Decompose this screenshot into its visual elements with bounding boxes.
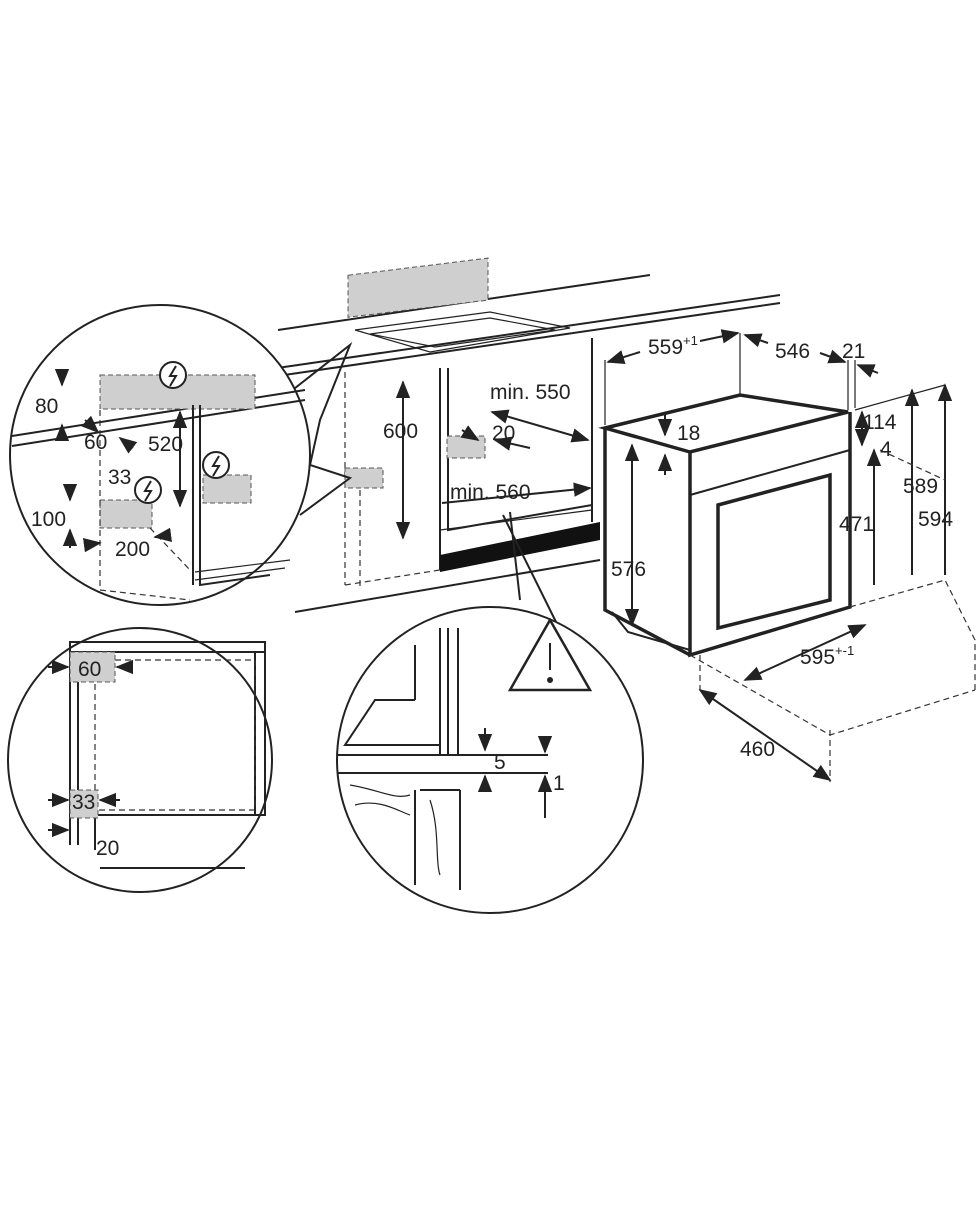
oven-width-front: 595+-1 [800, 643, 854, 669]
dim-80: 80 [35, 395, 58, 418]
oven-height-594: 594 [918, 508, 953, 531]
oven-depth-546: 546 [775, 340, 810, 363]
oven: 559+1 546 21 114 18 4 589 594 471 576 59… [598, 329, 976, 782]
warning-triangle-icon [507, 617, 593, 692]
oven-dim-114: 114 [863, 411, 897, 434]
cabinet-min-depth-550: min. 550 [490, 381, 571, 404]
dim-100: 100 [31, 508, 66, 531]
electric-hazard-icon [202, 451, 230, 479]
oven-height-576: 576 [611, 558, 646, 581]
oven-height-589: 589 [903, 475, 938, 498]
dim-20: 20 [96, 837, 119, 860]
dim-60: 60 [78, 658, 101, 681]
oven-width-top: 559+1 [648, 333, 698, 359]
dim-33: 33 [72, 791, 95, 814]
detail-bottom-left: 60 33 20 [7, 627, 273, 893]
dim-5: 5 [494, 751, 506, 774]
oven-door-460: 460 [740, 738, 775, 761]
cabinet-height-600: 600 [383, 420, 418, 443]
dim-520: 520 [148, 433, 183, 456]
dim-33: 33 [108, 466, 131, 489]
dim-200: 200 [115, 538, 150, 561]
dim-60: 60 [84, 431, 107, 454]
cabinet: 600 min. 550 20 min. 560 [344, 338, 600, 590]
oven-dim-18: 18 [677, 422, 700, 445]
cabinet-min-width-560: min. 560 [450, 481, 531, 504]
oven-dim-4: 4 [880, 438, 892, 461]
electric-hazard-icon [159, 361, 187, 389]
oven-dim-471: 471 [839, 513, 874, 536]
worktop [249, 257, 781, 613]
dim-1: 1 [553, 772, 565, 795]
electric-hazard-icon [134, 476, 162, 504]
detail-top-left: 80 60 520 33 100 200 [9, 304, 353, 606]
detail-bottom-middle: 5 1 [336, 511, 644, 914]
oven-front-21: 21 [842, 340, 865, 363]
cabinet-dim-20: 20 [492, 422, 515, 445]
